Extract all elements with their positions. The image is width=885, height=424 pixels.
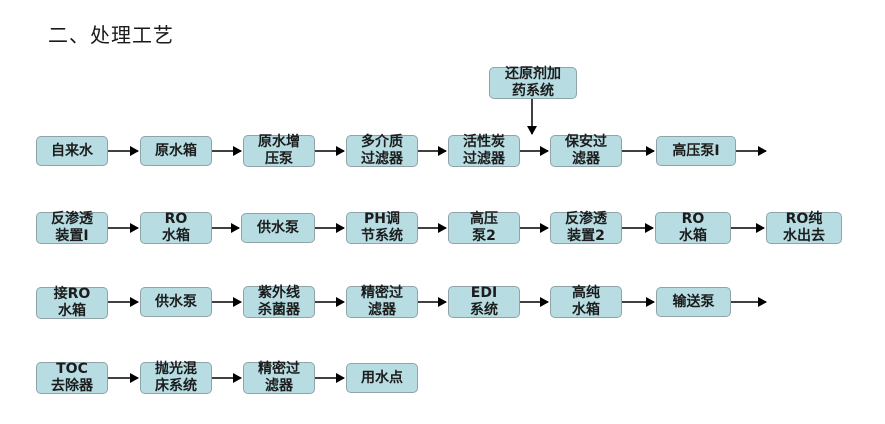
node-edi-system: EDI 系统 xyxy=(448,285,520,318)
node-precision-filter-2: 精密过 滤器 xyxy=(243,361,315,394)
node-raw-water-booster-pump: 原水增 压泵 xyxy=(243,134,315,167)
node-multimedia-filter: 多介质 过滤器 xyxy=(346,134,418,167)
node-ro-water-tank-2: RO 水箱 xyxy=(655,211,731,244)
node-ro-pure-water-out: RO纯 水出去 xyxy=(766,211,842,244)
node-point-of-use: 用水点 xyxy=(346,363,418,393)
node-ro-water-tank: RO 水箱 xyxy=(140,211,212,244)
node-activated-carbon-filter: 活性炭 过滤器 xyxy=(448,134,520,167)
node-connect-ro-tank: 接RO 水箱 xyxy=(36,286,108,319)
node-high-purity-tank: 高纯 水箱 xyxy=(550,285,622,318)
node-supply-pump-1: 供水泵 xyxy=(241,213,315,243)
node-reductant-dosing: 还原剂加 药系统 xyxy=(489,66,577,99)
node-high-pressure-pump-2: 高压 泵2 xyxy=(448,211,520,244)
node-precision-filter-1: 精密过 滤器 xyxy=(346,285,418,318)
node-raw-water-tank: 原水箱 xyxy=(140,136,212,166)
node-polishing-mixed-bed: 抛光混 床系统 xyxy=(140,361,212,394)
node-ro-unit-1: 反渗透 装置I xyxy=(36,211,108,244)
node-tap-water: 自来水 xyxy=(36,136,108,166)
node-ro-unit-2: 反渗透 装置2 xyxy=(550,211,622,244)
node-toc-remover: TOC 去除器 xyxy=(36,361,108,394)
section-title: 二、处理工艺 xyxy=(48,23,174,47)
node-high-pressure-pump-1: 高压泵I xyxy=(656,136,736,166)
node-security-filter: 保安过 滤器 xyxy=(550,134,622,167)
node-transfer-pump: 输送泵 xyxy=(656,287,731,317)
node-supply-pump-2: 供水泵 xyxy=(140,287,212,317)
node-ph-adjust-system: PH调 节系统 xyxy=(346,211,418,244)
node-uv-sterilizer: 紫外线 杀菌器 xyxy=(243,285,315,318)
